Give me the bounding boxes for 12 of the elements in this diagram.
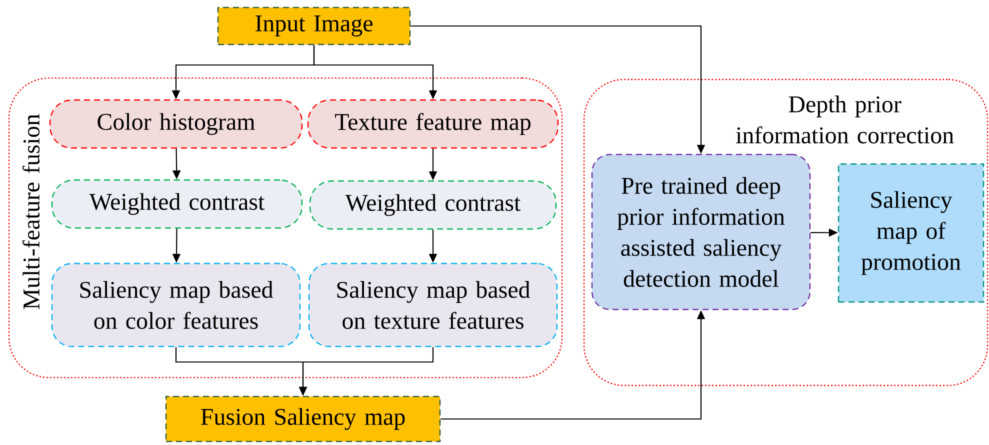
output-box: Fusion Saliency map <box>165 396 441 442</box>
model-box: Pre trained deep prior information assisted saliency detection model <box>591 154 811 310</box>
process-box: Color histogram <box>49 99 303 149</box>
input-box: Input Image <box>217 6 411 46</box>
result-box: Saliency map of promotion <box>838 163 984 303</box>
group-label: Multi-feature fusion <box>22 114 40 310</box>
group-label: Depth prior information correction <box>736 96 954 144</box>
process-box: Weighted contrast <box>51 179 303 229</box>
process-box: Saliency map based on texture features <box>308 262 558 348</box>
process-box: Texture feature map <box>307 99 559 149</box>
process-box: Saliency map based on color features <box>51 262 301 348</box>
process-box: Weighted contrast <box>309 180 557 230</box>
